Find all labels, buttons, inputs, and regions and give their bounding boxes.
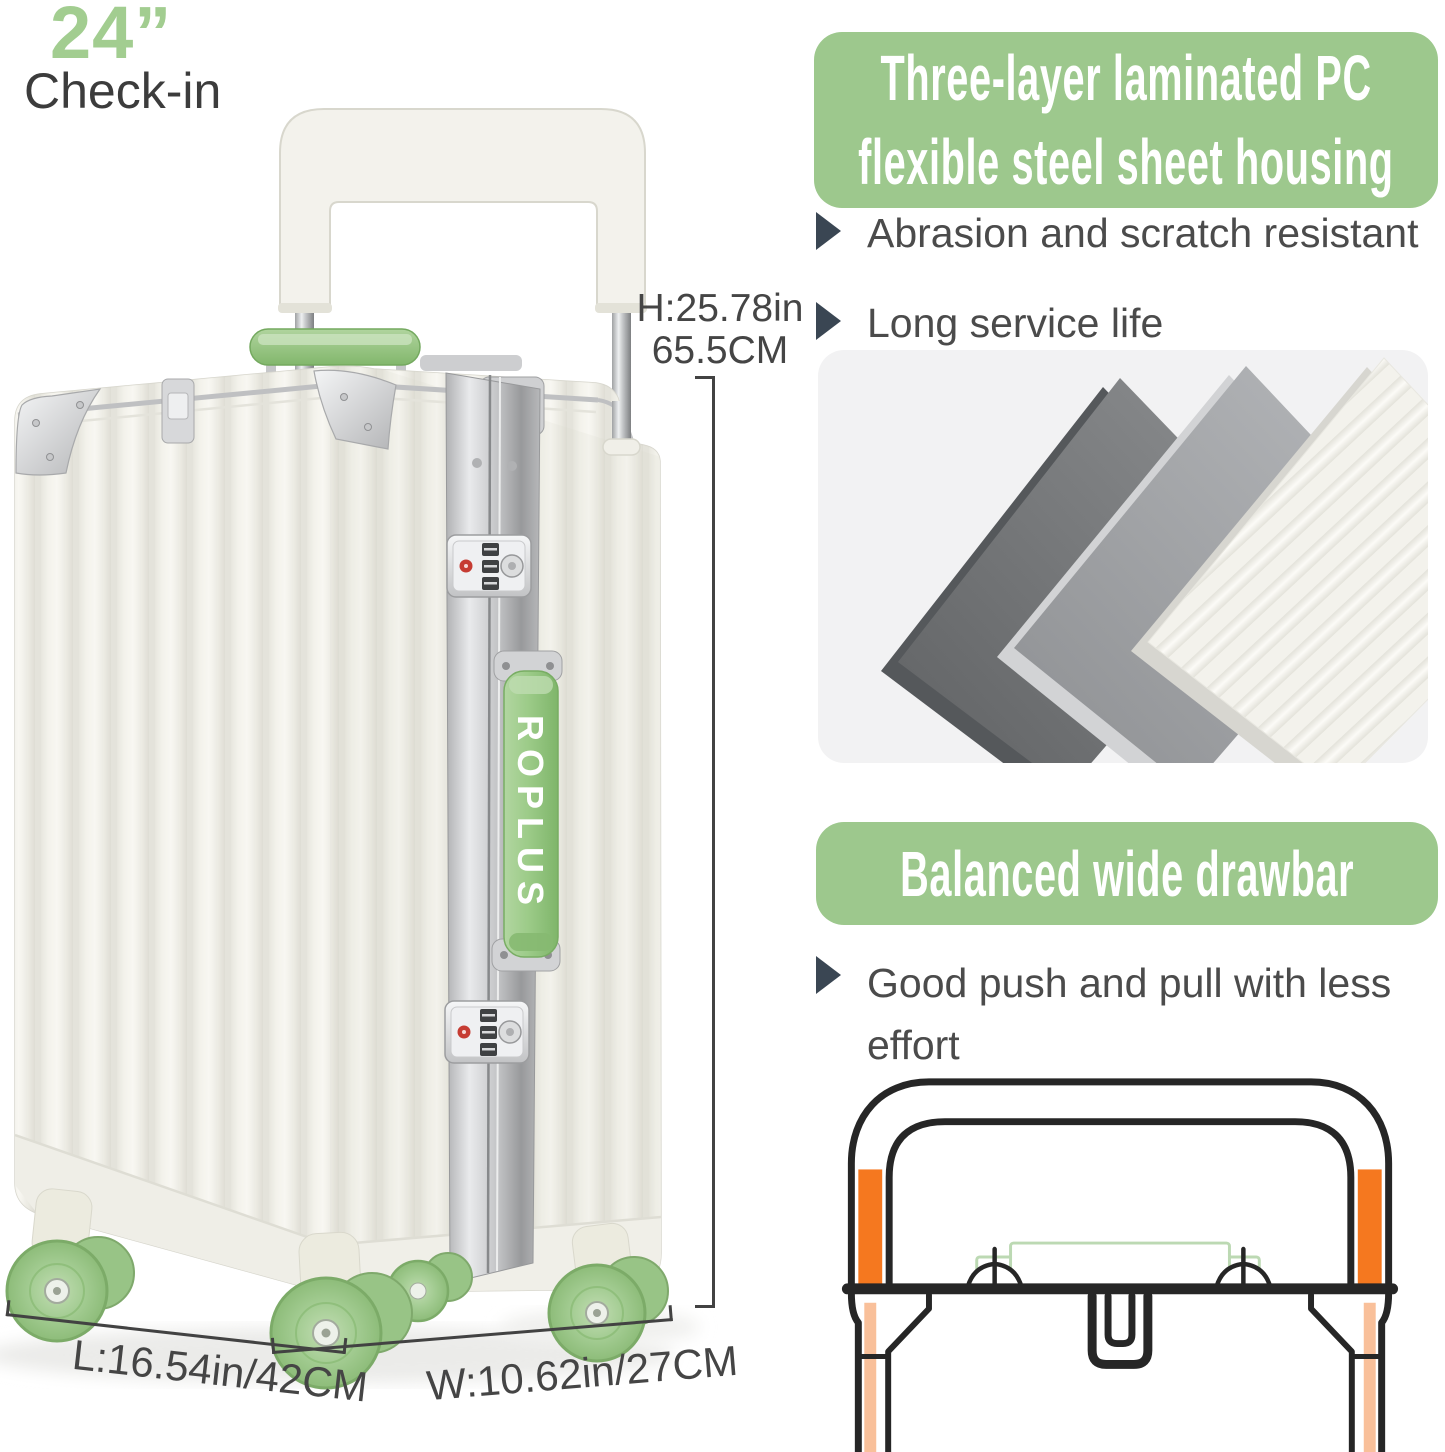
wheel-front-right: [547, 1222, 669, 1363]
banner-line: flexible steel sheet housing: [858, 126, 1394, 198]
feature-banner-drawbar: Balanced wide drawbar: [816, 822, 1438, 925]
trolley-handle: [279, 108, 646, 311]
height-cm: 65.5CM: [651, 329, 789, 372]
feature-bullet: Long service life: [816, 298, 1163, 348]
wheel-front-center: [269, 1231, 413, 1390]
height-measure-line: [695, 376, 715, 1308]
material-layers-image: [818, 350, 1428, 763]
bullet-arrow-icon: [816, 956, 841, 994]
tsa-lock-upper: [446, 534, 532, 598]
bullet-label: Abrasion and scratch resistant: [867, 210, 1419, 256]
drawbar-tube-left: [858, 1169, 883, 1285]
drawbar-tube-right: [1357, 1169, 1382, 1285]
checkin-label: Check-in: [24, 63, 222, 119]
material-layers-graphic: [881, 357, 1428, 763]
feature-bullet: Abrasion and scratch resistant: [816, 208, 1419, 258]
drawbar-inner-tube-right: [1363, 1302, 1376, 1452]
height-dimension-label: H:25.78in 65.5CM: [622, 288, 818, 372]
bullet-arrow-icon: [816, 302, 841, 340]
feature-bullet: Good push and pull with less effort: [816, 952, 1445, 1076]
sheet-white-ridged: [1131, 357, 1428, 763]
feature-banner-housing: Three-layer laminated PC flexible steel …: [814, 32, 1438, 208]
side-handle: ROPLUS: [491, 650, 563, 972]
bullet-label: Good push and pull with less effort: [867, 960, 1392, 1068]
brand-label: ROPLUS: [510, 715, 551, 913]
corner-guards: [15, 369, 397, 476]
tsa-lock-lower: [444, 1000, 530, 1064]
bullet-label: Long service life: [867, 300, 1164, 346]
case-ribs: [15, 366, 661, 1296]
drawbar-inner-tube-left: [864, 1302, 877, 1452]
banner-line: Balanced wide drawbar: [899, 837, 1355, 910]
banner-line: Three-layer laminated PC: [880, 42, 1372, 114]
height-inches: H:25.78in: [636, 287, 804, 330]
suitcase-illustration: ROPLUS: [0, 108, 700, 1390]
drawbar-diagram: [841, 1078, 1399, 1452]
bullet-arrow-icon: [816, 212, 841, 250]
size-badge: 24”: [50, 0, 173, 74]
